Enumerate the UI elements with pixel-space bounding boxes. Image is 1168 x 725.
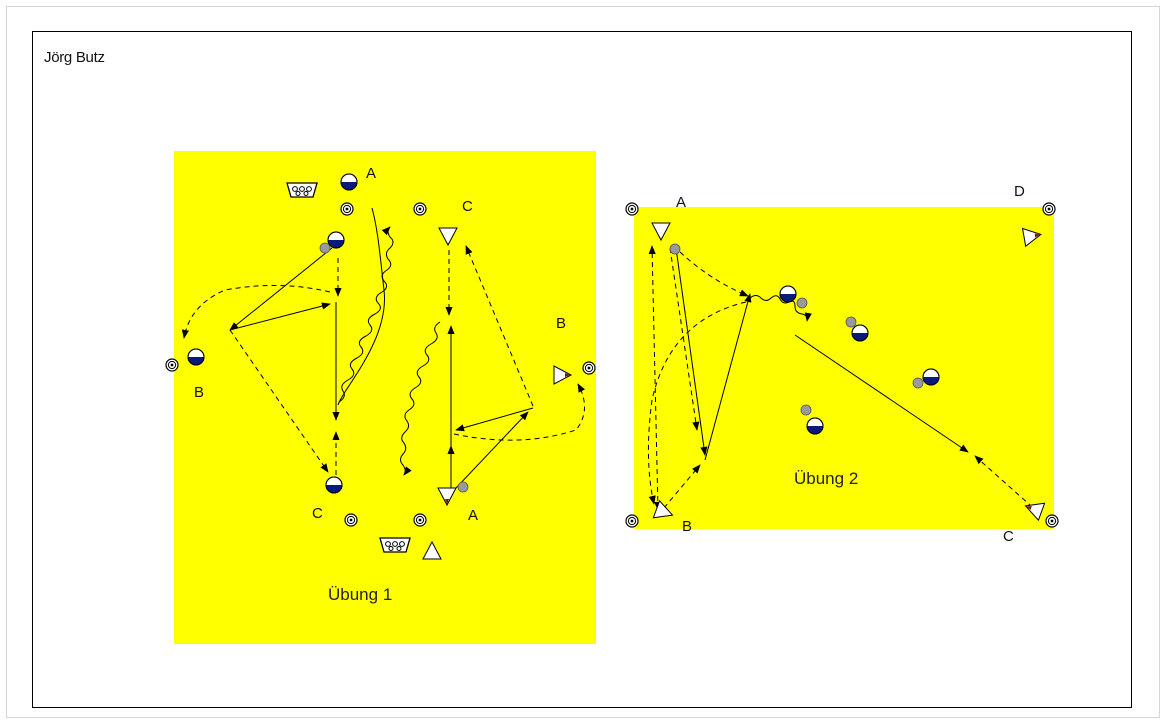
- drill-2-caption: Übung 2: [794, 469, 859, 488]
- run-arrow: [465, 245, 534, 407]
- run-arrow: [974, 455, 1031, 506]
- cone-marker-icon: [582, 361, 596, 375]
- triangle-player-icon: [651, 222, 671, 241]
- player-icon: [779, 285, 797, 303]
- cone-marker-icon: [625, 514, 639, 528]
- player-icon: [340, 173, 358, 191]
- drill-1-caption: Übung 1: [328, 585, 393, 604]
- ball-icon: [457, 481, 469, 493]
- drill-2-lines: [647, 245, 1031, 511]
- cone-marker-icon: [625, 202, 639, 216]
- run-arrow: [181, 284, 331, 339]
- player-icon: [806, 417, 824, 435]
- ball-icon: [845, 316, 857, 328]
- triangle-player-icon: [1024, 502, 1046, 522]
- pass-arrow: [675, 247, 708, 456]
- ball-icon: [669, 243, 681, 255]
- run-arrow: [648, 245, 662, 511]
- player-icon: [187, 348, 205, 366]
- cone-marker-icon: [413, 513, 427, 527]
- triangle-player-icon: [553, 365, 573, 385]
- dribble-arrow: [338, 226, 394, 403]
- cone-marker-icon: [340, 202, 354, 216]
- cone-marker-icon: [1042, 202, 1056, 216]
- player-label-d: D: [1014, 183, 1025, 200]
- ball-icon: [800, 404, 812, 416]
- triangle-player-icon: [438, 227, 458, 246]
- cone-marker-icon: [413, 202, 427, 216]
- pass-arrow: [455, 407, 534, 432]
- player-icon: [851, 324, 869, 342]
- cone-marker-icon: [1045, 514, 1059, 528]
- pass-arrow: [229, 302, 331, 331]
- player-icon: [922, 368, 940, 386]
- player-label-c: C: [462, 198, 473, 215]
- ball-basket-icon: [379, 537, 411, 553]
- dribble-arrow: [749, 295, 812, 322]
- player-label-a: A: [366, 165, 377, 182]
- cone-marker-icon: [344, 513, 358, 527]
- pass-arrow: [704, 293, 752, 461]
- triangle-player-icon: [652, 499, 674, 519]
- dribble-arrow: [337, 207, 385, 406]
- pass-arrow: [455, 411, 529, 489]
- pass-arrow: [794, 334, 969, 453]
- ball-icon: [796, 297, 808, 309]
- player-label-a: A: [676, 194, 687, 211]
- player-label-b: B: [682, 518, 693, 535]
- player-label-b: B: [194, 384, 205, 401]
- author-label: Jörg Butz: [44, 49, 105, 66]
- run-arrow: [647, 301, 747, 505]
- drill-1-objects: [165, 173, 596, 560]
- ball-icon: [319, 242, 331, 254]
- player-icon: [327, 231, 345, 249]
- ball-icon: [912, 377, 924, 389]
- player-label-a: A: [468, 507, 479, 524]
- run-arrow: [229, 329, 329, 473]
- triangle-player-icon: [1021, 227, 1042, 248]
- player-icon: [325, 476, 343, 494]
- triangle-player-icon: [422, 540, 442, 560]
- triangle-player-icon: [437, 487, 457, 507]
- pass-arrow: [229, 247, 333, 331]
- drill-2-objects: [625, 202, 1059, 528]
- run-arrow: [663, 464, 701, 509]
- ball-basket-icon: [286, 182, 318, 198]
- run-arrow: [669, 247, 700, 431]
- dribble-arrow: [400, 321, 441, 476]
- player-label-c: C: [1003, 528, 1014, 545]
- run-arrow: [679, 251, 749, 297]
- cone-marker-icon: [165, 358, 179, 372]
- drill-1-lines: [181, 207, 586, 490]
- player-label-c: C: [312, 505, 323, 522]
- player-label-b: B: [556, 315, 567, 332]
